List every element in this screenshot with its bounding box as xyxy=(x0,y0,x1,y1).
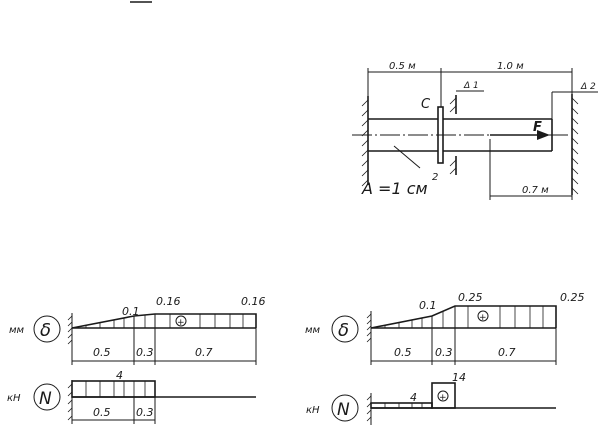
area-leader xyxy=(393,145,421,169)
right-n-small-fill xyxy=(384,403,423,408)
gap2-label: Δ 2 xyxy=(580,82,596,92)
left-delta-diagram: мм δ + xyxy=(9,295,266,365)
right-delta-plus-circle xyxy=(477,310,489,322)
left-seg-3: 0.7 xyxy=(195,346,213,359)
left-n-circle xyxy=(33,383,61,411)
right-n-circle xyxy=(331,394,359,422)
right-delta-wall-hatch xyxy=(366,313,372,343)
gap1-label: Δ 1 xyxy=(463,81,479,91)
right-delta-fill xyxy=(384,306,544,328)
right-delta-diagram: мм δ + 0.1 0.25 xyxy=(305,291,585,365)
left-delta-value-3: 0.16 xyxy=(241,295,266,308)
left-seg-2: 0.3 xyxy=(136,346,154,359)
force-label: F xyxy=(533,120,542,135)
right-delta-value-2: 0.25 xyxy=(458,291,483,304)
left-delta-value-2: 0.16 xyxy=(156,295,181,308)
right-wall-hatch xyxy=(571,97,579,195)
right-n-value-2: 14 xyxy=(452,371,466,384)
right-n-plus-circle xyxy=(437,390,449,402)
left-n-block xyxy=(71,380,156,398)
right-n-diagram: кН N 4 + 14 xyxy=(306,371,556,425)
dim-bottom-label: 0.7 м xyxy=(522,185,549,196)
right-n-symbol: N xyxy=(337,400,350,420)
left-n-unit: кН xyxy=(7,393,21,404)
right-delta-value-1: 0.1 xyxy=(419,299,437,312)
area-exponent: 2 xyxy=(432,172,438,183)
stop-hatch xyxy=(449,97,457,175)
left-delta-value-1: 0.1 xyxy=(122,305,140,318)
force-arrow-head xyxy=(537,130,550,140)
right-delta-circle xyxy=(331,315,359,343)
dim-right-label: 1.0 м xyxy=(497,61,524,72)
left-seg-1: 0.5 xyxy=(93,346,111,359)
right-n-large-block xyxy=(431,382,456,409)
right-seg-2: 0.3 xyxy=(435,346,453,359)
left-wall-hatch xyxy=(361,99,369,187)
right-delta-unit: мм xyxy=(305,325,321,336)
right-delta-plus: + xyxy=(479,313,487,323)
bar-figure: F C A =1 см 2 0.5 м 1.0 м Δ 1 Δ 2 0.7 м xyxy=(352,61,598,200)
left-n-fill xyxy=(85,381,146,397)
left-delta-plus-circle xyxy=(175,315,187,327)
left-n-value: 4 xyxy=(116,369,123,382)
dim-left-label: 0.5 м xyxy=(389,61,416,72)
left-n-seg-1: 0.5 xyxy=(93,406,111,419)
left-n-seg-2: 0.3 xyxy=(136,406,154,419)
left-delta-wall-hatch xyxy=(67,315,73,345)
left-delta-plus: + xyxy=(177,318,185,328)
area-label: A =1 см xyxy=(361,179,428,198)
plate-label: C xyxy=(421,97,431,112)
left-n-symbol: N xyxy=(39,389,52,409)
right-n-plus: + xyxy=(439,393,447,403)
left-delta-circle xyxy=(33,315,61,343)
left-delta-symbol: δ xyxy=(40,320,51,341)
left-n-diagram: кН N 4 0.5 0.3 xyxy=(7,369,256,424)
right-seg-1: 0.5 xyxy=(394,346,412,359)
right-seg-3: 0.7 xyxy=(498,346,516,359)
right-delta-symbol: δ xyxy=(338,320,349,341)
right-n-small-block xyxy=(370,402,433,409)
right-n-unit: кН xyxy=(306,405,320,416)
right-n-value-1: 4 xyxy=(410,391,417,404)
right-delta-value-3: 0.25 xyxy=(560,291,585,304)
left-delta-unit: мм xyxy=(9,325,25,336)
